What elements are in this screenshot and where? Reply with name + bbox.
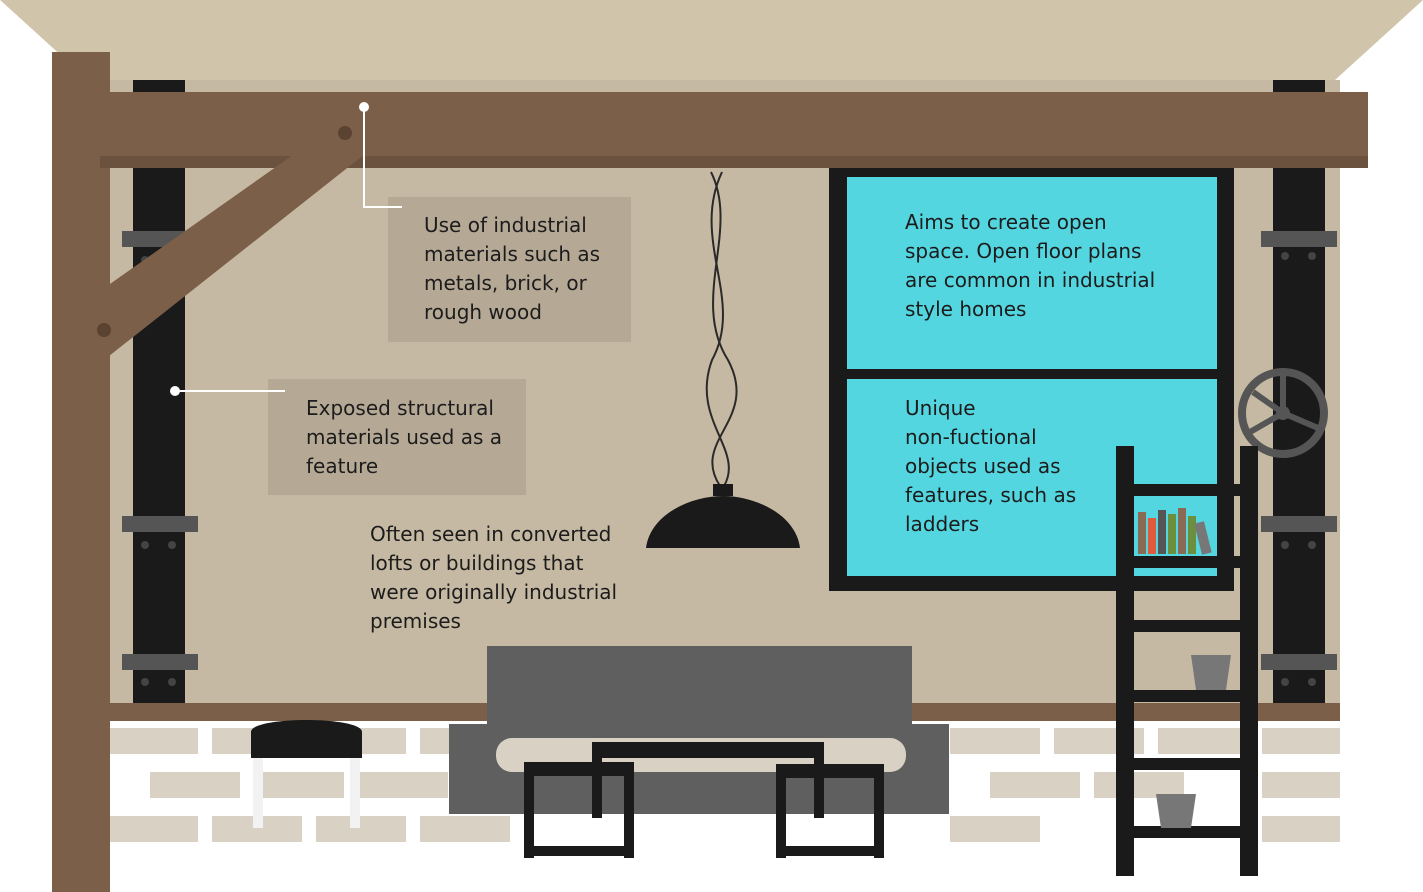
window-pane-top	[847, 177, 1217, 369]
annotation-industrial-materials: Use of industrial materials such as meta…	[424, 213, 601, 324]
pillar-brackets	[122, 231, 1337, 670]
pendant-lamp	[646, 171, 800, 548]
valve-wheel	[1238, 368, 1328, 458]
right-wall-edge	[1340, 0, 1423, 892]
callout-box-structure	[268, 379, 526, 495]
beam-bolt-lower	[97, 323, 111, 337]
flower-pot-lower	[1156, 794, 1196, 828]
leader-dot-materials	[359, 102, 369, 112]
stool	[251, 720, 362, 828]
annotation-open-space: Aims to create open space. Open floor pl…	[905, 210, 1156, 321]
annotation-exposed-structure: Exposed structural materials used as a f…	[306, 396, 502, 478]
horizontal-wood-beam	[100, 92, 1368, 156]
beam-bolt-upper	[338, 126, 352, 140]
leader-dot-structure	[170, 386, 180, 396]
diagonal-wood-brace	[66, 150, 370, 360]
books	[1138, 508, 1212, 555]
ceiling	[0, 0, 1423, 80]
annotation-converted-lofts: Often seen in converted lofts or buildin…	[370, 522, 618, 633]
coffee-tables	[524, 742, 884, 858]
leader-line-materials	[363, 107, 402, 208]
flower-pot-upper	[1191, 655, 1231, 690]
vertical-wood-post	[52, 52, 110, 892]
annotation-unique-objects: Unique non-fuctional objects used as fea…	[905, 396, 1077, 536]
callout-box-materials	[388, 197, 631, 342]
ladder-shelf	[1116, 446, 1258, 876]
